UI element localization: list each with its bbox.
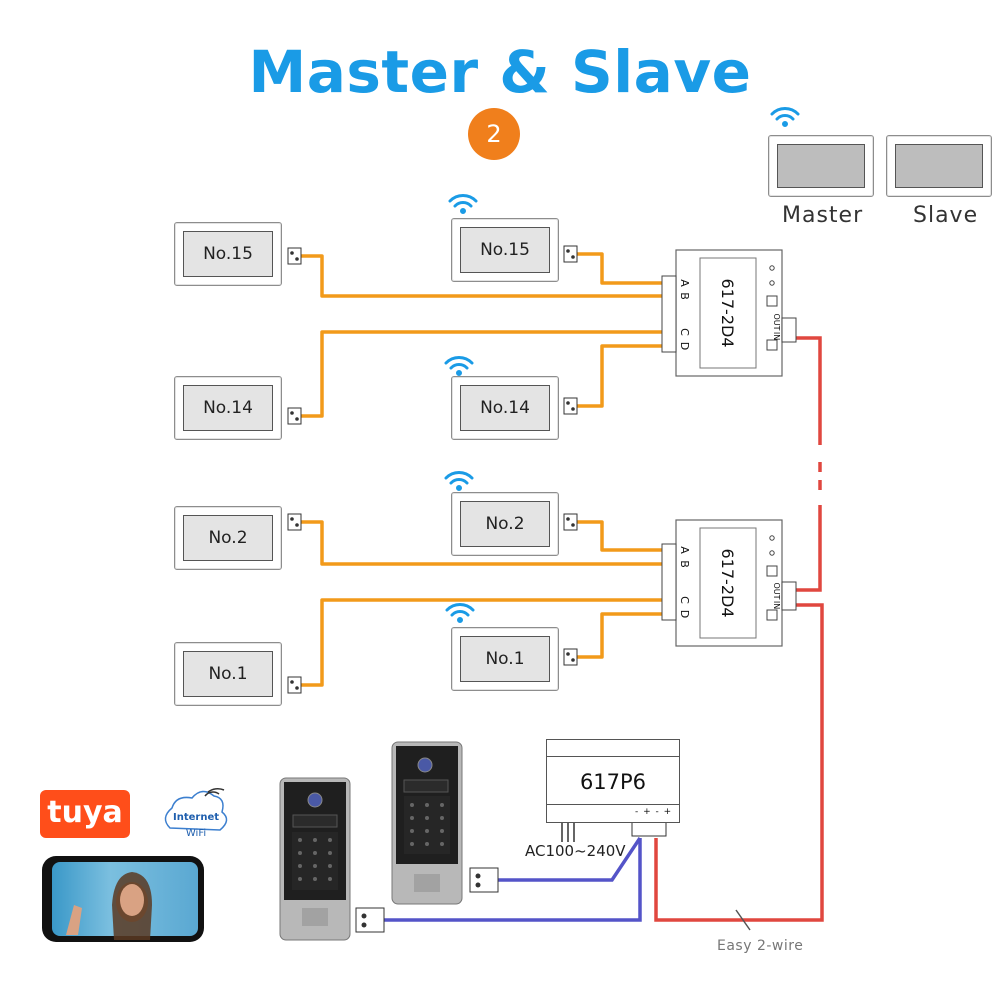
door-station-2 xyxy=(391,741,463,905)
tuya-logo: tuya xyxy=(40,790,130,838)
port-out-bottom: OUT xyxy=(772,582,781,599)
power-supply: 617P6 - + - + xyxy=(546,739,680,823)
port-a-top: A xyxy=(678,279,691,287)
wifi-icon xyxy=(444,356,474,376)
terminal-no14-left xyxy=(287,407,302,425)
wifi-icon xyxy=(445,603,475,623)
port-a-bottom: A xyxy=(678,546,691,554)
cloud-internet-label: Internet xyxy=(172,812,219,823)
wire-no1-left xyxy=(300,598,662,687)
wire-no15-wifi xyxy=(576,252,662,285)
legend-slave-monitor xyxy=(886,135,992,197)
terminal-no14-wifi xyxy=(563,397,578,415)
step-badge: 2 xyxy=(468,108,520,160)
cloud-wifi-icon xyxy=(204,787,225,797)
wire-no1-wifi xyxy=(576,612,662,659)
monitor-label: No.14 xyxy=(183,385,273,431)
port-in-bottom: IN xyxy=(772,601,781,609)
wifi-icons xyxy=(444,107,800,623)
port-b-top: B xyxy=(678,292,691,300)
smartphone xyxy=(42,856,204,942)
distributor-top-name: 617-2D4 xyxy=(718,279,737,348)
terminal-psu xyxy=(631,821,667,837)
port-in-top: IN xyxy=(772,332,781,340)
power-input-label: AC100~240V xyxy=(525,842,626,860)
wire-no14-left xyxy=(300,330,662,418)
distributor-bottom xyxy=(661,519,797,647)
monitor-label: No.15 xyxy=(460,227,550,273)
monitor-no1-slave: No.1 xyxy=(174,642,282,706)
port-out-top: OUT xyxy=(772,313,781,330)
cloud-wifi-label: WiFi xyxy=(185,828,207,839)
wifi-icon xyxy=(770,107,800,127)
monitor-label: No.1 xyxy=(183,651,273,697)
monitor-label: No.15 xyxy=(183,231,273,277)
bus-wire-top xyxy=(795,336,822,445)
phone-screen xyxy=(52,862,198,936)
terminal-no1-left xyxy=(287,676,302,694)
monitor-label: No.2 xyxy=(460,501,550,547)
door-wire-2 xyxy=(384,838,642,922)
terminal-door-1 xyxy=(355,907,385,933)
port-c-bottom: C xyxy=(678,596,691,604)
terminal-no15-wifi xyxy=(563,245,578,263)
monitor-no2-slave: No.2 xyxy=(174,506,282,570)
bus-tick xyxy=(735,909,751,931)
wire-no2-wifi xyxy=(576,520,662,552)
terminal-no1-wifi xyxy=(563,648,578,666)
door-wire-1 xyxy=(498,837,642,882)
distributor-top xyxy=(661,249,797,377)
bus-wire-mid xyxy=(795,505,822,592)
legend-master-label: Master xyxy=(782,203,864,228)
wifi-icon xyxy=(444,471,474,491)
wire-no14-wifi xyxy=(576,344,662,408)
monitor-label: No.2 xyxy=(183,515,273,561)
terminal-no15-left xyxy=(287,247,302,265)
monitor-no1-master: No.1 xyxy=(451,627,559,691)
terminal-door-2 xyxy=(469,867,499,893)
bus-wire-bottom xyxy=(654,603,824,922)
monitor-no14-slave: No.14 xyxy=(174,376,282,440)
wire-no2-left xyxy=(300,520,662,566)
terminal-no2-wifi xyxy=(563,513,578,531)
monitor-no14-master: No.14 xyxy=(451,376,559,440)
wire-no15-left xyxy=(300,254,662,298)
legend-master-monitor xyxy=(768,135,874,197)
power-supply-terminal-label: - + - + xyxy=(635,807,673,817)
port-b-bottom: B xyxy=(678,560,691,568)
legend-slave-label: Slave xyxy=(913,203,979,228)
door-station-1 xyxy=(279,777,351,941)
power-supply-name: 617P6 xyxy=(579,770,647,794)
page-title: Master & Slave xyxy=(248,38,752,106)
monitor-no2-master: No.2 xyxy=(451,492,559,556)
monitor-no15-master: No.15 xyxy=(451,218,559,282)
port-d-bottom: D xyxy=(678,610,691,618)
distributor-bottom-name: 617-2D4 xyxy=(718,549,737,618)
bus-label: Easy 2-wire xyxy=(717,938,804,954)
cloud-icon xyxy=(164,790,228,831)
port-d-top: D xyxy=(678,342,691,350)
terminal-no2-left xyxy=(287,513,302,531)
monitor-label: No.14 xyxy=(460,385,550,431)
monitor-no15-slave: No.15 xyxy=(174,222,282,286)
monitor-label: No.1 xyxy=(460,636,550,682)
port-c-top: C xyxy=(678,328,691,336)
wifi-icon xyxy=(448,194,478,214)
